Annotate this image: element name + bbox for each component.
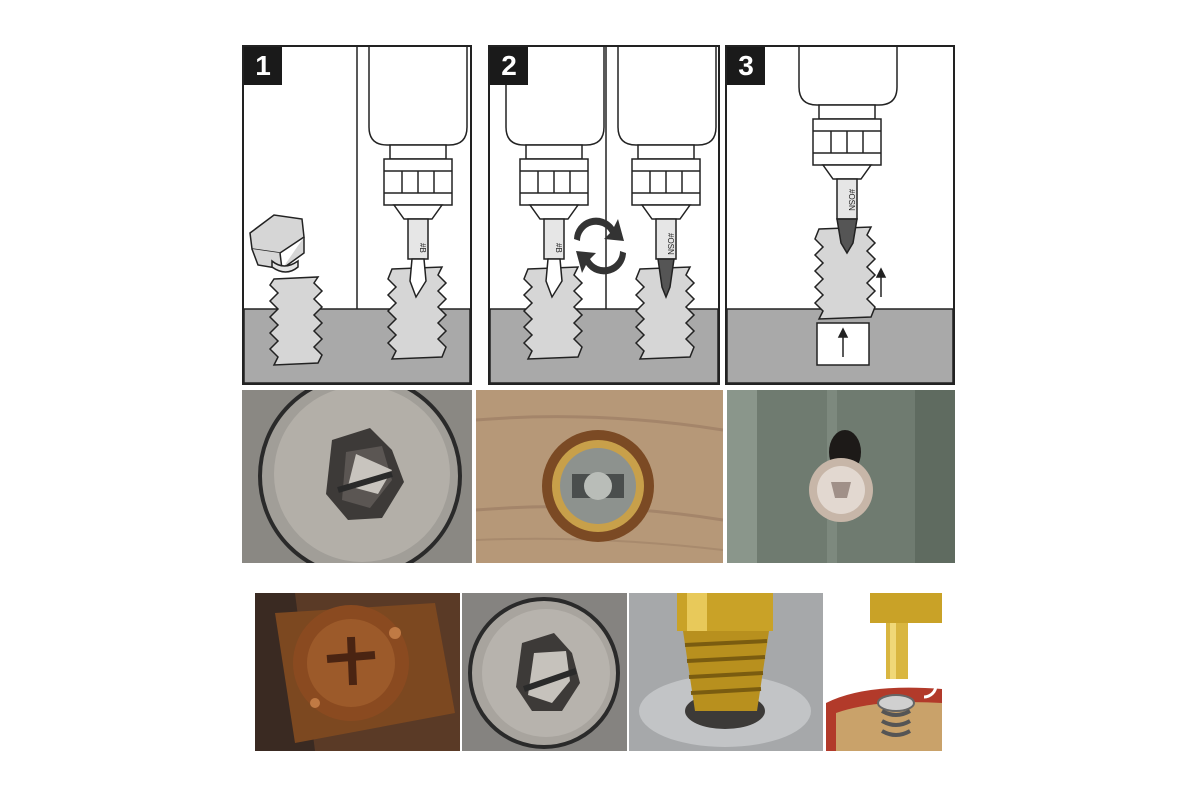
photo-drill-extracting-screw xyxy=(826,593,942,751)
up-arrow-icon xyxy=(875,267,887,297)
drill-left xyxy=(505,47,605,260)
step-2-panel: 2 #B xyxy=(488,45,720,385)
drill-center xyxy=(798,47,898,220)
step-3-panel: 3 #OSN xyxy=(725,45,955,385)
drill-right xyxy=(368,47,468,260)
photo-rusted-bolt xyxy=(255,593,460,751)
photo-stripped-screw-closeup xyxy=(462,593,627,751)
step-2-badge: 2 xyxy=(490,47,528,85)
step-2-illustration: #B #OSN xyxy=(490,47,718,383)
step-1-badge: 1 xyxy=(244,47,282,85)
up-arrow-icon xyxy=(837,327,849,357)
photo-screw-in-metal xyxy=(727,390,955,563)
rotate-arrows-icon xyxy=(574,217,626,275)
extracted-screw-shank xyxy=(813,218,877,320)
step-3-badge: 3 xyxy=(727,47,765,85)
photo-stripped-screw-gray xyxy=(242,390,472,563)
drill-right xyxy=(617,47,717,260)
bit-label-right: #OSN xyxy=(666,233,675,255)
screw-shank-right xyxy=(386,258,448,360)
bit-label: #B xyxy=(418,243,427,253)
step-3-illustration: #OSN xyxy=(727,47,953,383)
screw-shank-left xyxy=(268,276,324,366)
photo-brass-extractor-bit xyxy=(629,593,823,751)
broken-screw-head xyxy=(249,214,305,273)
screw-shank-left xyxy=(522,258,584,360)
screw-shank-right xyxy=(634,258,696,360)
step-1-panel: 1 #B xyxy=(242,45,472,385)
bit-label-left: #B xyxy=(554,243,563,253)
photo-screw-in-wood xyxy=(476,390,723,563)
step-1-illustration: #B xyxy=(244,47,470,383)
rotate-arrow-icon xyxy=(910,671,938,699)
bit-label-center: #OSN xyxy=(847,189,856,211)
